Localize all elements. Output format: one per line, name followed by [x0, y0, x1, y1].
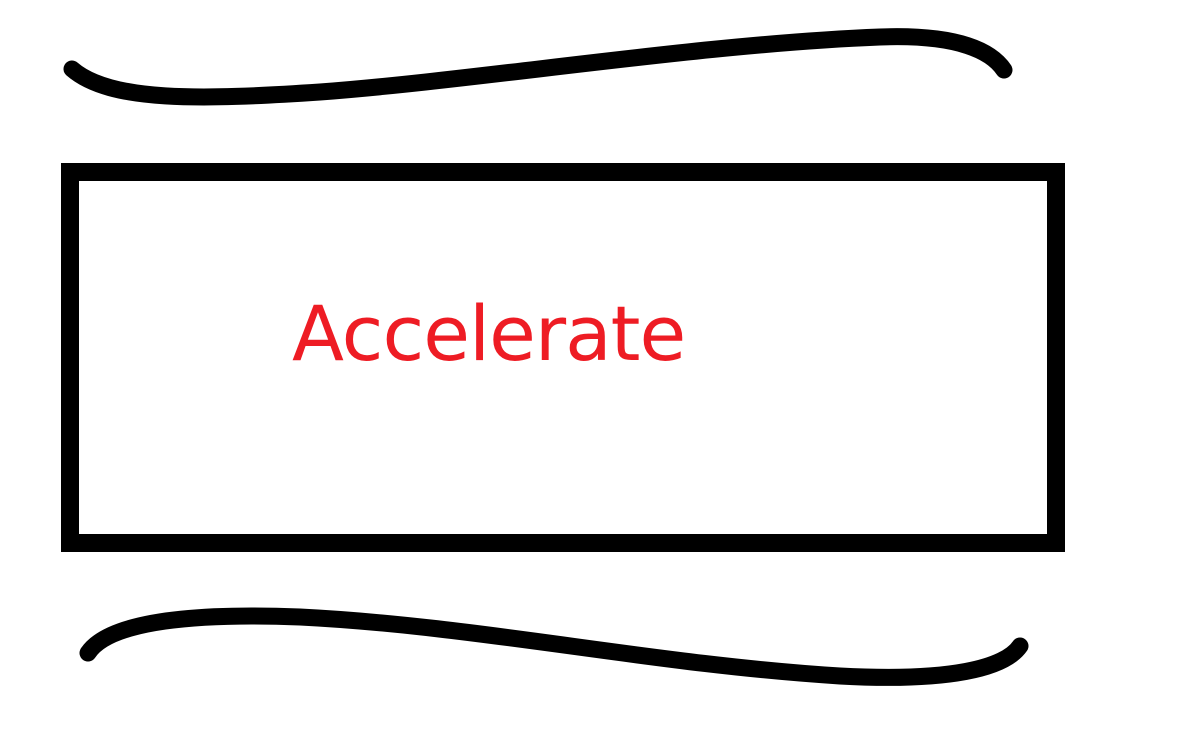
- top-wavy-stroke: [63, 28, 1013, 106]
- bottom-wavy-stroke: [79, 607, 1029, 686]
- process-box: [61, 163, 1065, 552]
- process-box-label: Accelerate: [292, 289, 686, 378]
